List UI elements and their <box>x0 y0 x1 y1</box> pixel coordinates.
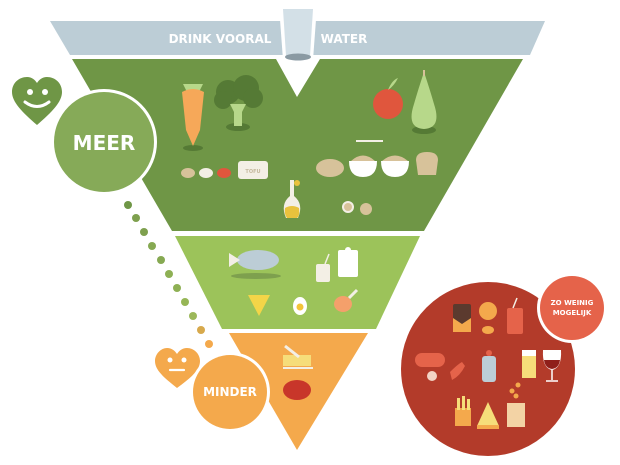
bacon-icon <box>450 362 465 380</box>
olive-oil-icon <box>283 180 301 218</box>
limit-label-line1: ZO WEINIG <box>551 299 594 307</box>
candy-icon <box>482 326 494 334</box>
water-glass-icon <box>279 6 317 63</box>
red-meat-icon <box>283 380 311 400</box>
cheese-icon <box>248 295 270 316</box>
soda-can-icon <box>507 297 523 334</box>
meer-badge <box>51 89 157 195</box>
chicken-leg-icon <box>334 288 359 312</box>
fries-icon <box>455 396 471 426</box>
tofu-icon: TOFU <box>238 161 268 179</box>
bread-slice-icon <box>416 152 438 175</box>
cookie-icon <box>479 302 497 320</box>
tier-middle <box>175 236 420 329</box>
chocolate-icon <box>453 304 471 332</box>
meer-label: MEER <box>73 131 136 155</box>
minder-label: MINDER <box>203 385 257 399</box>
water-label-right: WATER <box>321 32 368 46</box>
butter-icon <box>283 344 313 369</box>
pear-icon <box>411 70 437 134</box>
pizza-icon <box>477 402 499 429</box>
carrot-icon <box>182 84 204 151</box>
yoghurt-icon <box>316 253 330 282</box>
minder-badge <box>190 352 270 432</box>
egg-icon <box>293 297 307 315</box>
grain-bowl-icon <box>381 155 409 177</box>
sausage-icon <box>415 353 445 381</box>
milk-icon <box>338 247 358 277</box>
legumes-icon <box>181 168 231 178</box>
beer-icon <box>522 350 536 378</box>
dotted-connector <box>124 201 213 348</box>
salt-shaker-icon <box>482 350 496 382</box>
noodles-bowl-icon <box>349 140 383 177</box>
fish-icon <box>229 250 281 279</box>
apple-icon <box>373 78 403 119</box>
red-wine-icon <box>542 350 562 382</box>
water-notch <box>276 59 320 97</box>
limit-badge <box>537 273 607 343</box>
chips-icon <box>507 382 525 427</box>
bread-roll-icon <box>316 159 344 177</box>
tofu-label: TOFU <box>245 169 260 175</box>
broccoli-icon <box>214 75 263 131</box>
happy-heart-icon <box>12 77 62 125</box>
water-label-left: DRINK VOORAL <box>169 32 272 46</box>
neutral-heart-icon <box>155 348 200 388</box>
limit-label-line2: MOGELIJK <box>553 309 592 317</box>
nuts-icon <box>342 201 372 215</box>
